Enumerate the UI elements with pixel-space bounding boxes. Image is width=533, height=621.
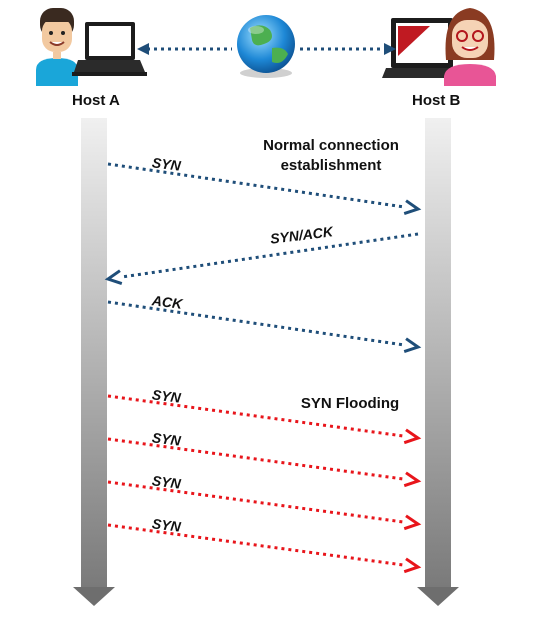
flood-message-arrow-6 bbox=[107, 480, 422, 531]
message-arrow-line bbox=[107, 300, 406, 347]
message-arrow-line bbox=[107, 480, 406, 524]
message-label: SYN bbox=[151, 386, 182, 406]
flood-message-arrow-5 bbox=[107, 437, 422, 488]
host-link bbox=[137, 43, 396, 55]
message-label: SYN bbox=[151, 429, 182, 449]
normal-message-arrow-2 bbox=[104, 232, 419, 285]
message-arrow-line bbox=[107, 394, 406, 438]
message-arrow-line bbox=[107, 162, 406, 209]
message-arrow-line bbox=[120, 232, 419, 279]
message-arrow-head bbox=[403, 199, 422, 215]
message-arrow-line bbox=[107, 523, 406, 567]
timeline-host-a bbox=[73, 118, 115, 606]
timeline-host-b bbox=[417, 118, 459, 606]
message-arrow-head bbox=[104, 269, 123, 285]
message-label: SYN bbox=[151, 472, 182, 492]
message-arrow-head bbox=[403, 471, 422, 488]
message-arrow-head bbox=[403, 557, 422, 574]
normal-message-arrow-1 bbox=[107, 162, 422, 215]
flood-message-arrow-7 bbox=[107, 523, 422, 574]
flood-section-title: SYN Flooding bbox=[300, 395, 400, 412]
message-arrows bbox=[104, 162, 422, 574]
message-arrow-head bbox=[403, 514, 422, 531]
normal-section-title: Normal connection establishment bbox=[246, 136, 416, 176]
globe-icon bbox=[237, 15, 295, 78]
flood-message-arrow-4 bbox=[107, 394, 422, 445]
man-with-laptop-icon bbox=[36, 8, 147, 86]
normal-message-arrow-3 bbox=[107, 300, 422, 353]
message-arrow-line bbox=[107, 437, 406, 481]
message-label: SYN bbox=[151, 515, 182, 535]
normal-title-line2: establishment bbox=[280, 157, 382, 174]
message-arrow-head bbox=[403, 337, 422, 353]
woman-with-laptop-icon bbox=[382, 8, 496, 86]
host-b-label: Host B bbox=[412, 92, 461, 109]
host-a-label: Host A bbox=[72, 92, 120, 109]
normal-title-line1: Normal connection bbox=[263, 137, 399, 154]
message-arrow-head bbox=[403, 428, 422, 445]
